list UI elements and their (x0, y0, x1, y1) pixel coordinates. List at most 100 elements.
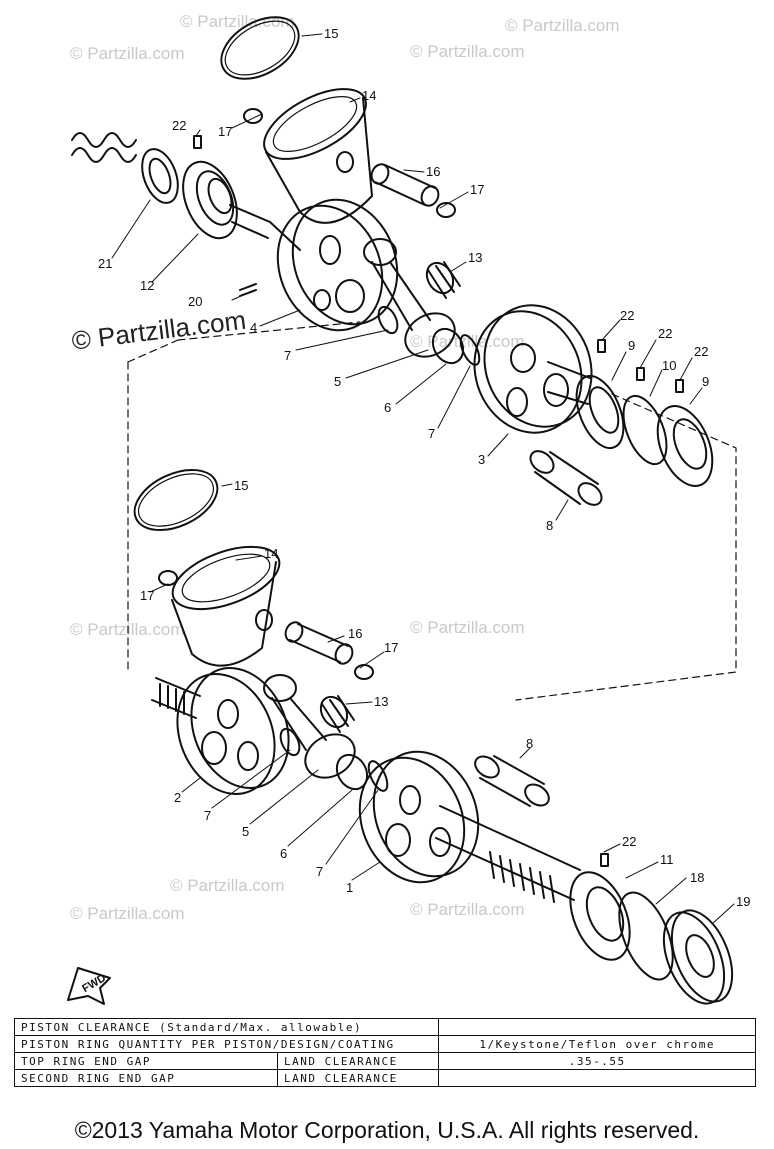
crank-pin-8-upper (529, 450, 603, 506)
key-20 (239, 283, 257, 297)
dowel-pin-22 (675, 379, 684, 393)
connecting-rod-upper (363, 238, 456, 358)
callout-13: 13 (468, 250, 482, 265)
watermark: © Partzilla.com (410, 42, 525, 61)
spec-cell: 1/Keystone/Teflon over chrome (438, 1035, 756, 1053)
watermark: © Partzilla.com (410, 618, 525, 637)
callout-6: 6 (280, 846, 287, 861)
callout-6: 6 (384, 400, 391, 415)
callout-8: 8 (546, 518, 553, 533)
callout-17: 17 (384, 640, 398, 655)
assembly-outline (127, 321, 737, 701)
callout-11: 11 (660, 852, 674, 867)
callout-21: 21 (98, 256, 112, 271)
callout-2: 2 (174, 790, 181, 805)
callout-5: 5 (242, 824, 249, 839)
clip-17-lower-a (158, 570, 178, 586)
spec-cell: PISTON CLEARANCE (Standard/Max. allowabl… (13, 1018, 440, 1036)
callout-10: 10 (662, 358, 676, 373)
clip-17-upper-a (243, 108, 263, 124)
watermark: © Partzilla.com (170, 876, 285, 895)
connecting-rod-lower (263, 674, 356, 779)
callout-15: 15 (234, 478, 248, 493)
callout-16: 16 (426, 164, 440, 179)
spec-cell (438, 1018, 756, 1036)
dowel-pin-22 (636, 367, 645, 381)
oil-seal-19 (662, 909, 734, 1005)
callout-17: 17 (470, 182, 484, 197)
callout-8: 8 (526, 736, 533, 751)
spec-cell: LAND CLEARANCE (276, 1069, 440, 1087)
watermark: © Partzilla.com (505, 16, 620, 35)
piston-ring-15-lower (133, 468, 219, 532)
leader-lines (111, 33, 735, 925)
bearing-6-lower (335, 753, 369, 791)
watermark: © Partzilla.com (70, 44, 185, 63)
table-row: TOP RING END GAP LAND CLEARANCE .35-.55 (14, 1052, 756, 1070)
spec-cell: SECOND RING END GAP (14, 1069, 278, 1087)
needle-bearing-13-lower (319, 695, 355, 733)
callout-7: 7 (284, 348, 291, 363)
spec-table: PISTON CLEARANCE (Standard/Max. allowabl… (13, 1018, 756, 1087)
fwd-arrow-icon: FWD (67, 967, 111, 1005)
piston-14-upper (263, 88, 373, 224)
watermark: © Partzilla.com (410, 332, 525, 351)
crank-4 (229, 198, 399, 332)
spec-cell: LAND CLEARANCE (276, 1052, 440, 1070)
callout-3: 3 (478, 452, 485, 467)
washer-7-lower (367, 760, 389, 792)
callout-18: 18 (690, 870, 704, 885)
watermark: © Partzilla.com (70, 620, 185, 639)
watermark: © Partzilla.com (70, 904, 185, 923)
dowel-pin-22 (600, 853, 609, 867)
callout-5: 5 (334, 374, 341, 389)
washer-7-upper (459, 334, 481, 366)
callout-1: 1 (346, 880, 353, 895)
callout-22: 22 (694, 344, 708, 359)
watermark: © Partzilla.com (180, 12, 295, 31)
callout-15: 15 (324, 26, 338, 41)
callout-14: 14 (264, 546, 278, 561)
callout-19: 19 (736, 894, 750, 909)
spec-cell: .35-.55 (438, 1052, 756, 1070)
clip-17-upper-b (436, 202, 456, 218)
spec-cell: TOP RING END GAP (14, 1052, 278, 1070)
callout-13: 13 (374, 694, 388, 709)
clip-17-lower-b (354, 664, 374, 680)
table-row: SECOND RING END GAP LAND CLEARANCE (14, 1069, 756, 1087)
dowel-pin-22 (597, 339, 606, 353)
callout-7: 7 (204, 808, 211, 823)
crank-pin-8-lower (474, 755, 550, 807)
bearing-12 (182, 160, 238, 240)
spacer-10 (622, 394, 668, 466)
callout-9: 9 (628, 338, 635, 353)
circlip-18 (618, 891, 674, 981)
piston-14-lower (171, 545, 281, 667)
callout-4: 4 (250, 320, 257, 335)
copyright-notice: ©2013 Yamaha Motor Corporation, U.S.A. A… (74, 1117, 700, 1143)
washer-7-upper-b (377, 305, 399, 335)
callout-22: 22 (658, 326, 672, 341)
watermark: © Partzilla.com (410, 900, 525, 919)
bearing-9-a (575, 374, 625, 450)
callout-17: 17 (218, 124, 232, 139)
callout-17: 17 (140, 588, 154, 603)
dowel-pin-22 (193, 135, 202, 149)
spec-cell: PISTON RING QUANTITY PER PISTON/DESIGN/C… (13, 1035, 440, 1053)
callout-22: 22 (172, 118, 186, 133)
bearing-9-b (656, 405, 714, 487)
callout-14: 14 (362, 88, 376, 103)
oil-seal-21 (71, 132, 179, 204)
callout-22: 22 (622, 834, 636, 849)
crank-3 (473, 304, 593, 434)
callout-22: 22 (620, 308, 634, 323)
spec-cell (438, 1069, 756, 1087)
needle-bearing-13-upper (425, 261, 461, 299)
callout-7: 7 (428, 426, 435, 441)
crank-1 (358, 750, 581, 903)
callout-16: 16 (348, 626, 362, 641)
callout-12: 12 (140, 278, 154, 293)
piston-pin-16-lower (284, 621, 354, 665)
crank-2 (151, 666, 290, 796)
